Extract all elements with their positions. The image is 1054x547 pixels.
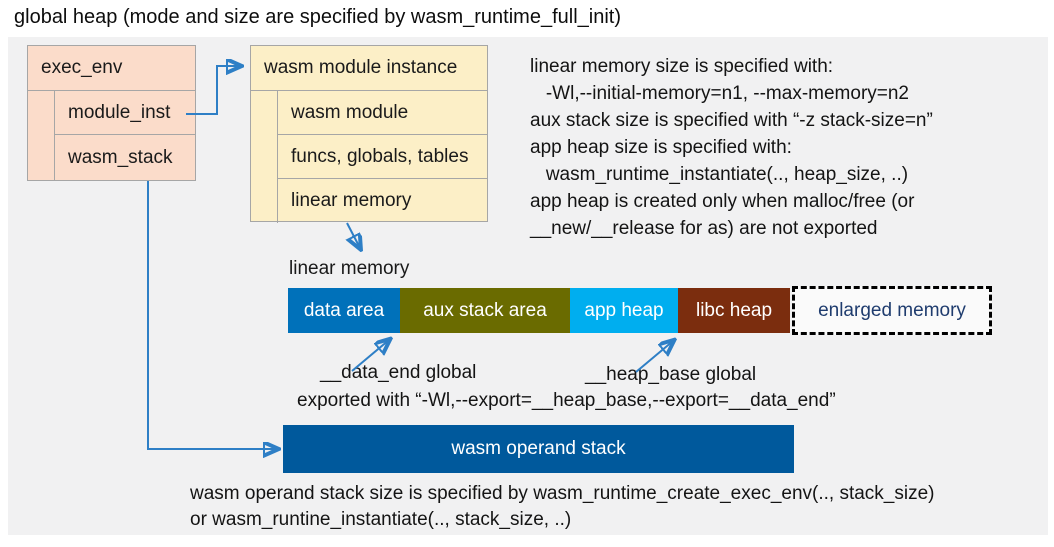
operand-note-line: or wasm_runtine_instantiate(.., stack_si… xyxy=(190,509,572,530)
note-line: app heap is created only when malloc/fre… xyxy=(530,191,915,212)
note-line: aux stack size is specified with “-z sta… xyxy=(530,110,933,131)
segment-enlarged-memory: enlarged memory xyxy=(792,286,992,335)
data-end-global-label: __data_end global xyxy=(320,362,477,383)
export-note: exported with “-Wl,--export=__heap_base,… xyxy=(297,390,836,411)
wasm-operand-stack-bar: wasm operand stack xyxy=(283,425,794,473)
exec-env-rows: module_inst wasm_stack xyxy=(54,91,195,181)
note-line: wasm_runtime_instantiate(.., heap_size, … xyxy=(530,164,909,185)
exec-env-header: exec_env xyxy=(28,46,195,91)
segment-libc-heap: libc heap xyxy=(678,288,790,333)
note-line: -Wl,--initial-memory=n1, --max-memory=n2 xyxy=(530,83,909,104)
note-line: __new/__release for as) are not exported xyxy=(530,218,878,239)
segment-data-area: data area xyxy=(288,288,400,333)
operand-stack-notes: wasm operand stack size is specified by … xyxy=(190,481,935,533)
note-line: app heap size is specified with: xyxy=(530,137,792,158)
note-line: linear memory size is specified with: xyxy=(530,56,834,77)
heap-base-global-label: __heap_base global xyxy=(585,364,757,385)
linear-memory-row: linear memory xyxy=(291,190,412,211)
module-instance-box: wasm module instance wasm module funcs, … xyxy=(250,45,488,223)
operand-note-line: wasm operand stack size is specified by … xyxy=(190,483,935,504)
wasm-stack-row: wasm_stack xyxy=(68,147,173,168)
diagram-title: global heap (mode and size are specified… xyxy=(14,6,621,28)
segment-aux-stack-area: aux stack area xyxy=(400,288,570,333)
segment-app-heap: app heap xyxy=(570,288,678,333)
linear-memory-label: linear memory xyxy=(289,258,410,279)
exec-env-box: exec_env module_inst wasm_stack xyxy=(27,45,196,181)
funcs-globals-tables-row: funcs, globals, tables xyxy=(278,135,487,179)
memory-size-notes: linear memory size is specified with: -W… xyxy=(530,53,933,242)
module-inst-row: module_inst xyxy=(55,91,195,135)
wasm-module-row: wasm module xyxy=(278,91,487,135)
module-instance-rows: wasm module funcs, globals, tables linea… xyxy=(277,91,487,223)
module-instance-header: wasm module instance xyxy=(251,46,487,91)
